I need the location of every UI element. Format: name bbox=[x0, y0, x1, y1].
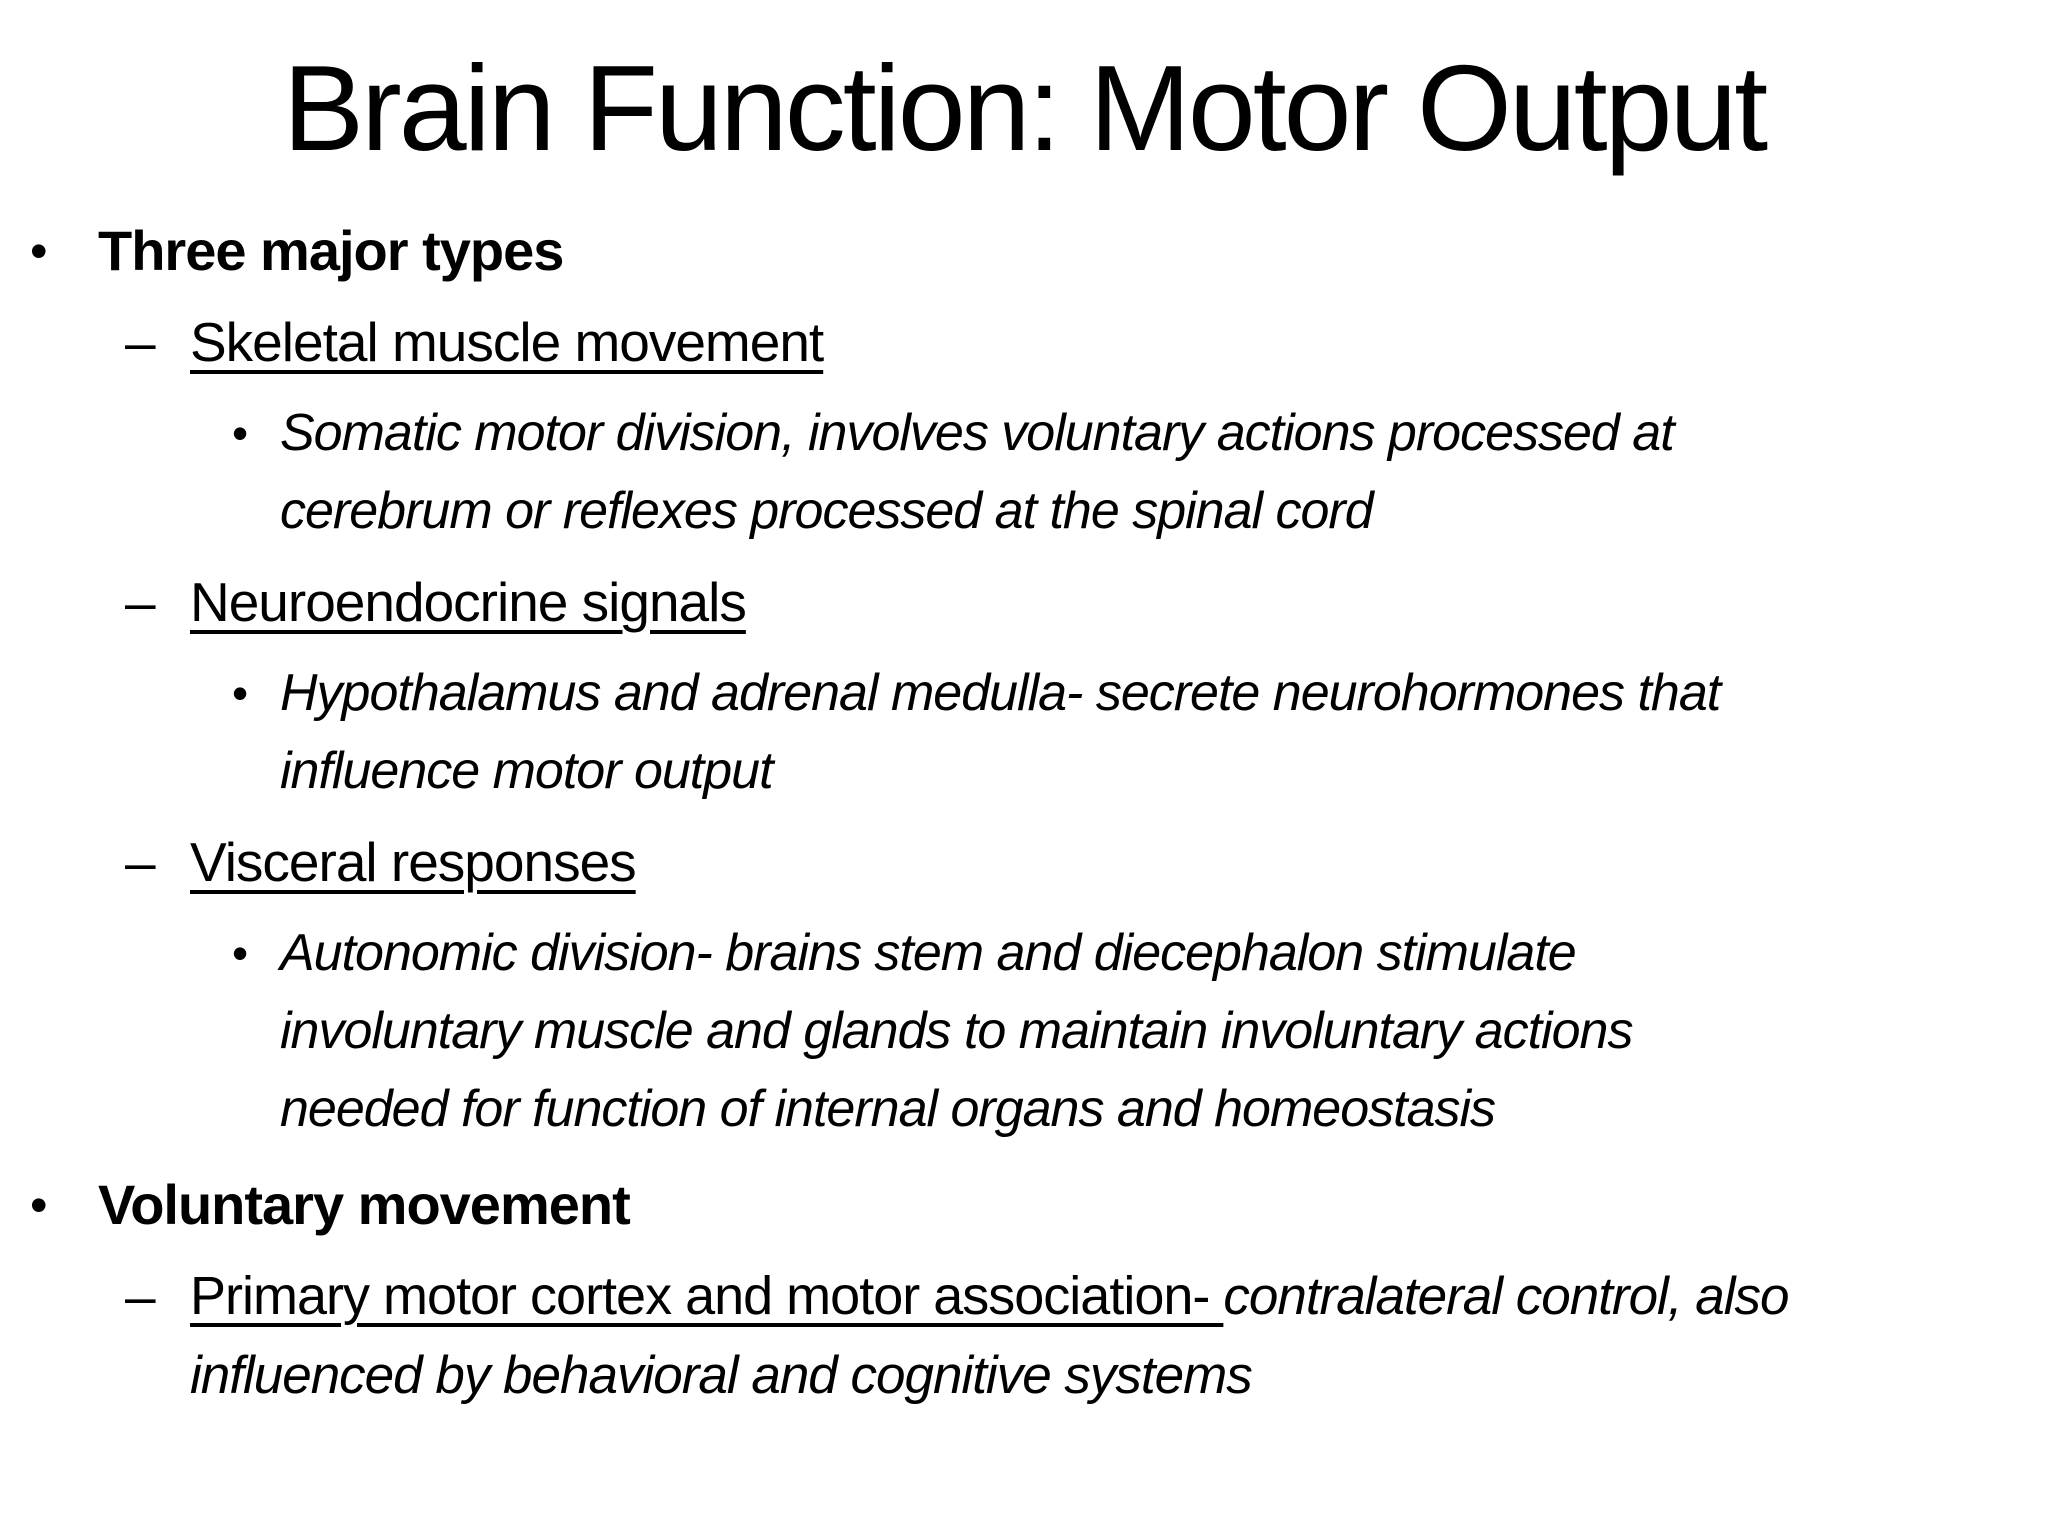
bullet-item-voluntary-movement: • Voluntary movement bbox=[30, 1166, 2048, 1244]
bullet-text: Hypothalamus and adrenal medulla- secret… bbox=[280, 654, 1721, 810]
dash-icon: – bbox=[125, 311, 156, 374]
bullet-icon: • bbox=[232, 667, 249, 720]
bullet-text: Skeletal muscle movement bbox=[190, 303, 824, 381]
text-line: Hypothalamus and adrenal medulla- secret… bbox=[280, 664, 1721, 723]
text-line: Skeletal muscle movement bbox=[190, 311, 824, 374]
bullet-item-somatic-motor-division: • Somatic motor division, involves volun… bbox=[232, 394, 2048, 550]
bullet-item-hypothalamus-adrenal-medulla: • Hypothalamus and adrenal medulla- secr… bbox=[232, 654, 2048, 810]
bullet-item-skeletal-muscle-movement: – Skeletal muscle movement bbox=[125, 303, 2048, 381]
italic-text: contralateral control, also bbox=[1223, 1267, 1789, 1327]
bullet-text: Three major types bbox=[98, 212, 564, 290]
bullet-text: Somatic motor division, involves volunta… bbox=[280, 394, 1675, 550]
bullet-item-visceral-responses: – Visceral responses bbox=[125, 823, 2048, 901]
slide-title: Brain Function: Motor Output bbox=[282, 40, 1768, 176]
bullet-item-three-major-types: • Three major types bbox=[30, 212, 2048, 290]
bullet-item-autonomic-division: • Autonomic division- brains stem and di… bbox=[232, 914, 2048, 1148]
text-line: Autonomic division- brains stem and diec… bbox=[280, 924, 1577, 983]
underlined-text: Primary motor cortex and motor associati… bbox=[190, 1266, 1224, 1327]
bullet-text: Visceral responses bbox=[190, 823, 637, 901]
bullet-icon: • bbox=[232, 927, 249, 980]
dash-icon: – bbox=[125, 1265, 156, 1328]
bullet-icon: • bbox=[30, 1177, 48, 1234]
text-line: influenced by behavioral and cognitive s… bbox=[190, 1336, 1789, 1415]
bullet-item-primary-motor-cortex: – Primary motor cortex and motor associa… bbox=[125, 1257, 2048, 1415]
text-line: Visceral responses bbox=[190, 831, 637, 894]
bullet-text: Voluntary movement bbox=[98, 1166, 631, 1244]
italic-text: influenced by behavioral and cognitive s… bbox=[190, 1346, 1253, 1406]
text-line: Somatic motor division, involves volunta… bbox=[280, 404, 1675, 463]
bullet-text: Autonomic division- brains stem and diec… bbox=[280, 914, 1633, 1148]
text-line: Three major types bbox=[98, 219, 564, 283]
text-line: Voluntary movement bbox=[98, 1173, 631, 1237]
dash-icon: – bbox=[125, 571, 156, 634]
slide-body: • Three major types – Skeletal muscle mo… bbox=[0, 212, 2048, 1415]
bullet-text: Neuroendocrine signals bbox=[190, 563, 747, 641]
bullet-item-neuroendocrine-signals: – Neuroendocrine signals bbox=[125, 563, 2048, 641]
bullet-text: Primary motor cortex and motor associati… bbox=[190, 1257, 1790, 1415]
text-line: Primary motor cortex and motor associati… bbox=[190, 1257, 1790, 1336]
text-line: Neuroendocrine signals bbox=[190, 571, 747, 634]
bullet-icon: • bbox=[30, 223, 48, 280]
text-line: involuntary muscle and glands to maintai… bbox=[280, 1002, 1633, 1061]
bullet-icon: • bbox=[232, 407, 249, 460]
dash-icon: – bbox=[125, 831, 156, 894]
text-line: influence motor output bbox=[280, 742, 774, 801]
text-line: cerebrum or reflexes processed at the sp… bbox=[280, 482, 1374, 541]
text-line: needed for function of internal organs a… bbox=[280, 1080, 1496, 1139]
